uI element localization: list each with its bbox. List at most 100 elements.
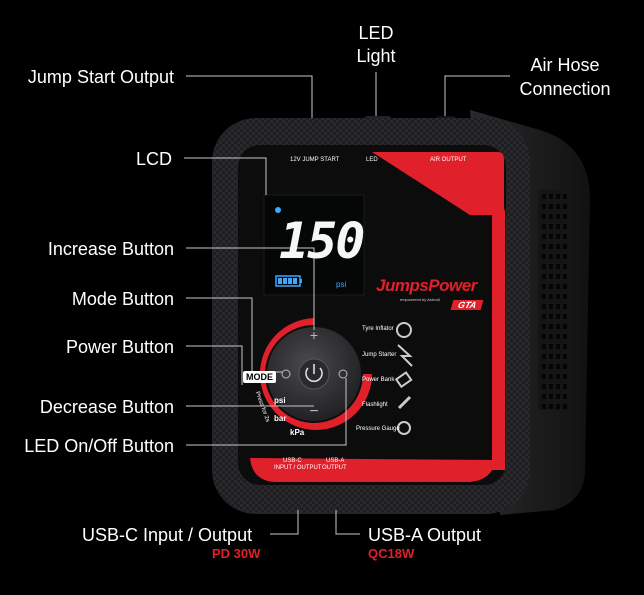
vent-hole — [549, 354, 553, 359]
vent-hole — [542, 214, 546, 219]
red-bottom-band — [250, 458, 496, 482]
vent-hole — [563, 344, 567, 349]
vent-hole — [556, 284, 560, 289]
vent-hole — [563, 194, 567, 199]
brand-name: JumpsPower — [376, 276, 477, 295]
red-top-band — [372, 152, 504, 215]
decrease-button-minus: − — [309, 403, 318, 420]
vent-dots — [542, 194, 567, 409]
vent-hole — [556, 334, 560, 339]
vent-hole — [556, 234, 560, 239]
vent-hole — [563, 324, 567, 329]
model-badge: GTA — [450, 300, 484, 310]
vent-hole — [563, 364, 567, 369]
feature-flashlight: Flashlight — [362, 402, 388, 408]
lcd-value: 150 — [279, 212, 365, 270]
bottom-usbc-line1: USB-C — [283, 458, 302, 464]
vent-hole — [563, 274, 567, 279]
callout-usb-a-sub: QC18W — [368, 546, 415, 561]
vent-hole — [549, 394, 553, 399]
vent-hole — [563, 264, 567, 269]
callout-lines — [184, 72, 510, 535]
vent-hole — [542, 324, 546, 329]
vent-hole — [542, 294, 546, 299]
vent-hole — [549, 344, 553, 349]
callout-power-button: Power Button — [65, 337, 174, 357]
vent-hole — [556, 194, 560, 199]
lcd-bluetooth-dot — [275, 207, 281, 213]
vent-hole — [556, 314, 560, 319]
vent-hole — [556, 224, 560, 229]
vent-hole — [563, 234, 567, 239]
vent-hole — [563, 304, 567, 309]
vent-hole — [549, 304, 553, 309]
vent-hole — [542, 384, 546, 389]
vent-hole — [542, 344, 546, 349]
vent-hole — [549, 264, 553, 269]
vent-hole — [542, 334, 546, 339]
callout-mode-button: Mode Button — [71, 289, 174, 309]
vent-hole — [542, 284, 546, 289]
brand-sub: empowered by AstroAI — [400, 297, 441, 302]
callout-led-light-line1: LED — [358, 23, 394, 43]
callout-decrease-button: Decrease Button — [39, 397, 174, 417]
vent-hole — [563, 284, 567, 289]
vent-hole — [542, 304, 546, 309]
flashlight-icon — [397, 395, 412, 410]
vent-hole — [542, 244, 546, 249]
ring-kpa: kPa — [290, 428, 305, 437]
vent-hole — [563, 254, 567, 259]
jump-starter-icon — [397, 344, 413, 367]
device-top-air-label: AIR OUTPUT — [430, 157, 467, 163]
vent-hole — [549, 284, 553, 289]
pressure-gauge-icon — [397, 421, 411, 435]
vent-hole — [542, 264, 546, 269]
vent-hole — [542, 274, 546, 279]
feature-jump-starter: Jump Starter — [362, 352, 397, 358]
vent-hole — [542, 204, 546, 209]
vent-hole — [556, 244, 560, 249]
ring-psi: psi — [274, 396, 286, 405]
vent-hole — [542, 254, 546, 259]
callout-led-onoff-button: LED On/Off Button — [24, 436, 174, 456]
vent-hole — [563, 294, 567, 299]
vent-hole — [542, 234, 546, 239]
vent-hole — [563, 334, 567, 339]
vent-hole — [549, 204, 553, 209]
vent-hole — [556, 254, 560, 259]
vent-hole — [542, 314, 546, 319]
bottom-usba-line1: USB-A — [326, 458, 345, 464]
vent-hole — [549, 314, 553, 319]
vent-hole — [549, 404, 553, 409]
tyre-inflator-icon — [396, 322, 412, 338]
vent-hole — [556, 354, 560, 359]
callout-usb-c-sub: PD 30W — [212, 546, 261, 561]
vent-hole — [549, 294, 553, 299]
vent-hole — [549, 244, 553, 249]
callout-usb-c: USB-C Input / Output — [82, 525, 253, 545]
lcd-unit: psi — [336, 280, 347, 289]
callout-increase-button: Increase Button — [47, 239, 174, 259]
vent-hole — [549, 324, 553, 329]
vent-hole — [556, 404, 560, 409]
vent-hole — [549, 364, 553, 369]
vent-hole — [556, 264, 560, 269]
vent-hole — [542, 194, 546, 199]
vent-hole — [556, 364, 560, 369]
vent-hole — [563, 384, 567, 389]
vent-hole — [556, 204, 560, 209]
vent-hole — [549, 224, 553, 229]
vent-hole — [563, 374, 567, 379]
red-right-edge — [492, 210, 505, 470]
vent-hole — [549, 214, 553, 219]
vent-hole — [549, 334, 553, 339]
callout-jump-start-output: Jump Start Output — [27, 67, 174, 87]
callout-lcd: LCD — [135, 149, 172, 169]
bottom-usba-line2: OUTPUT — [322, 465, 347, 471]
vent-hole — [556, 324, 560, 329]
increase-button-plus: + — [310, 327, 318, 343]
vent-hole — [556, 384, 560, 389]
vent-hole — [563, 394, 567, 399]
power-bank-icon — [394, 371, 413, 389]
